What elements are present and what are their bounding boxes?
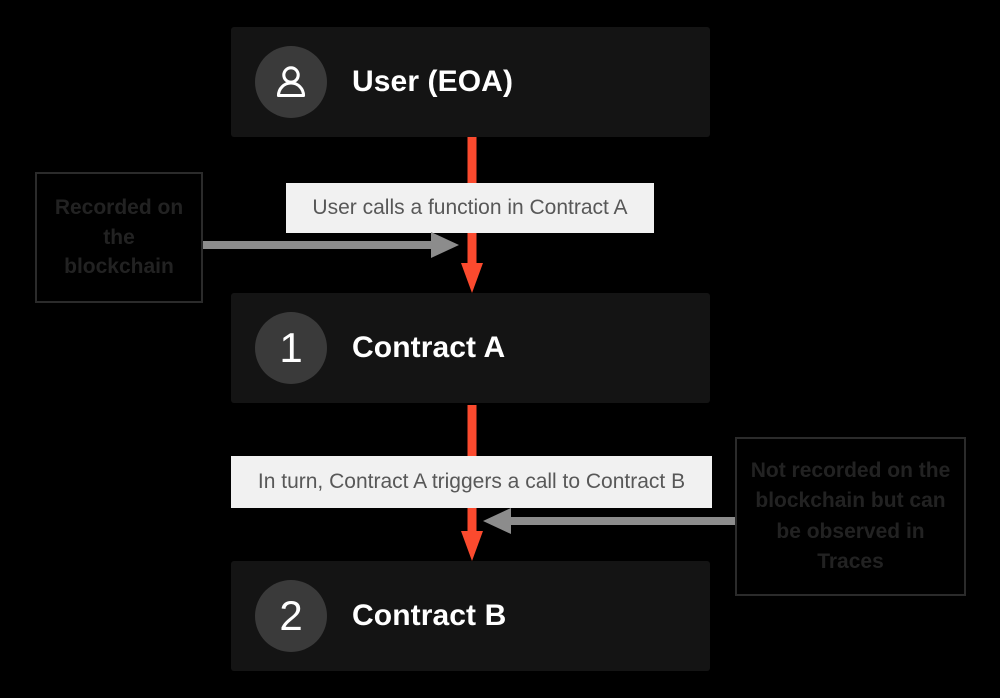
node-contract-a-title: Contract A: [352, 331, 506, 364]
annotation-pointer-left: [203, 232, 459, 258]
edge-label-user-to-contract-a: User calls a function in Contract A: [286, 183, 654, 233]
step-number-badge-2: 2: [255, 580, 327, 652]
note-not-recorded-on-blockchain: Not recorded on the blockchain but can b…: [735, 437, 966, 596]
arrow-left-icon: [483, 508, 737, 534]
edge-label-contract-a-to-contract-b: In turn, Contract A triggers a call to C…: [231, 456, 712, 508]
node-contract-b-title: Contract B: [352, 599, 507, 632]
node-contract-b[interactable]: 2 Contract B: [231, 561, 710, 671]
user-avatar-badge: [255, 46, 327, 118]
user-icon: [276, 66, 306, 98]
node-user[interactable]: User (EOA): [231, 27, 710, 137]
note-recorded-on-blockchain: Recorded on the blockchain: [35, 172, 203, 303]
step-number-badge-1: 1: [255, 312, 327, 384]
arrow-right-icon: [203, 232, 459, 258]
node-user-title: User (EOA): [352, 65, 514, 98]
annotation-pointer-right: [483, 508, 737, 534]
node-contract-a[interactable]: 1 Contract A: [231, 293, 710, 403]
